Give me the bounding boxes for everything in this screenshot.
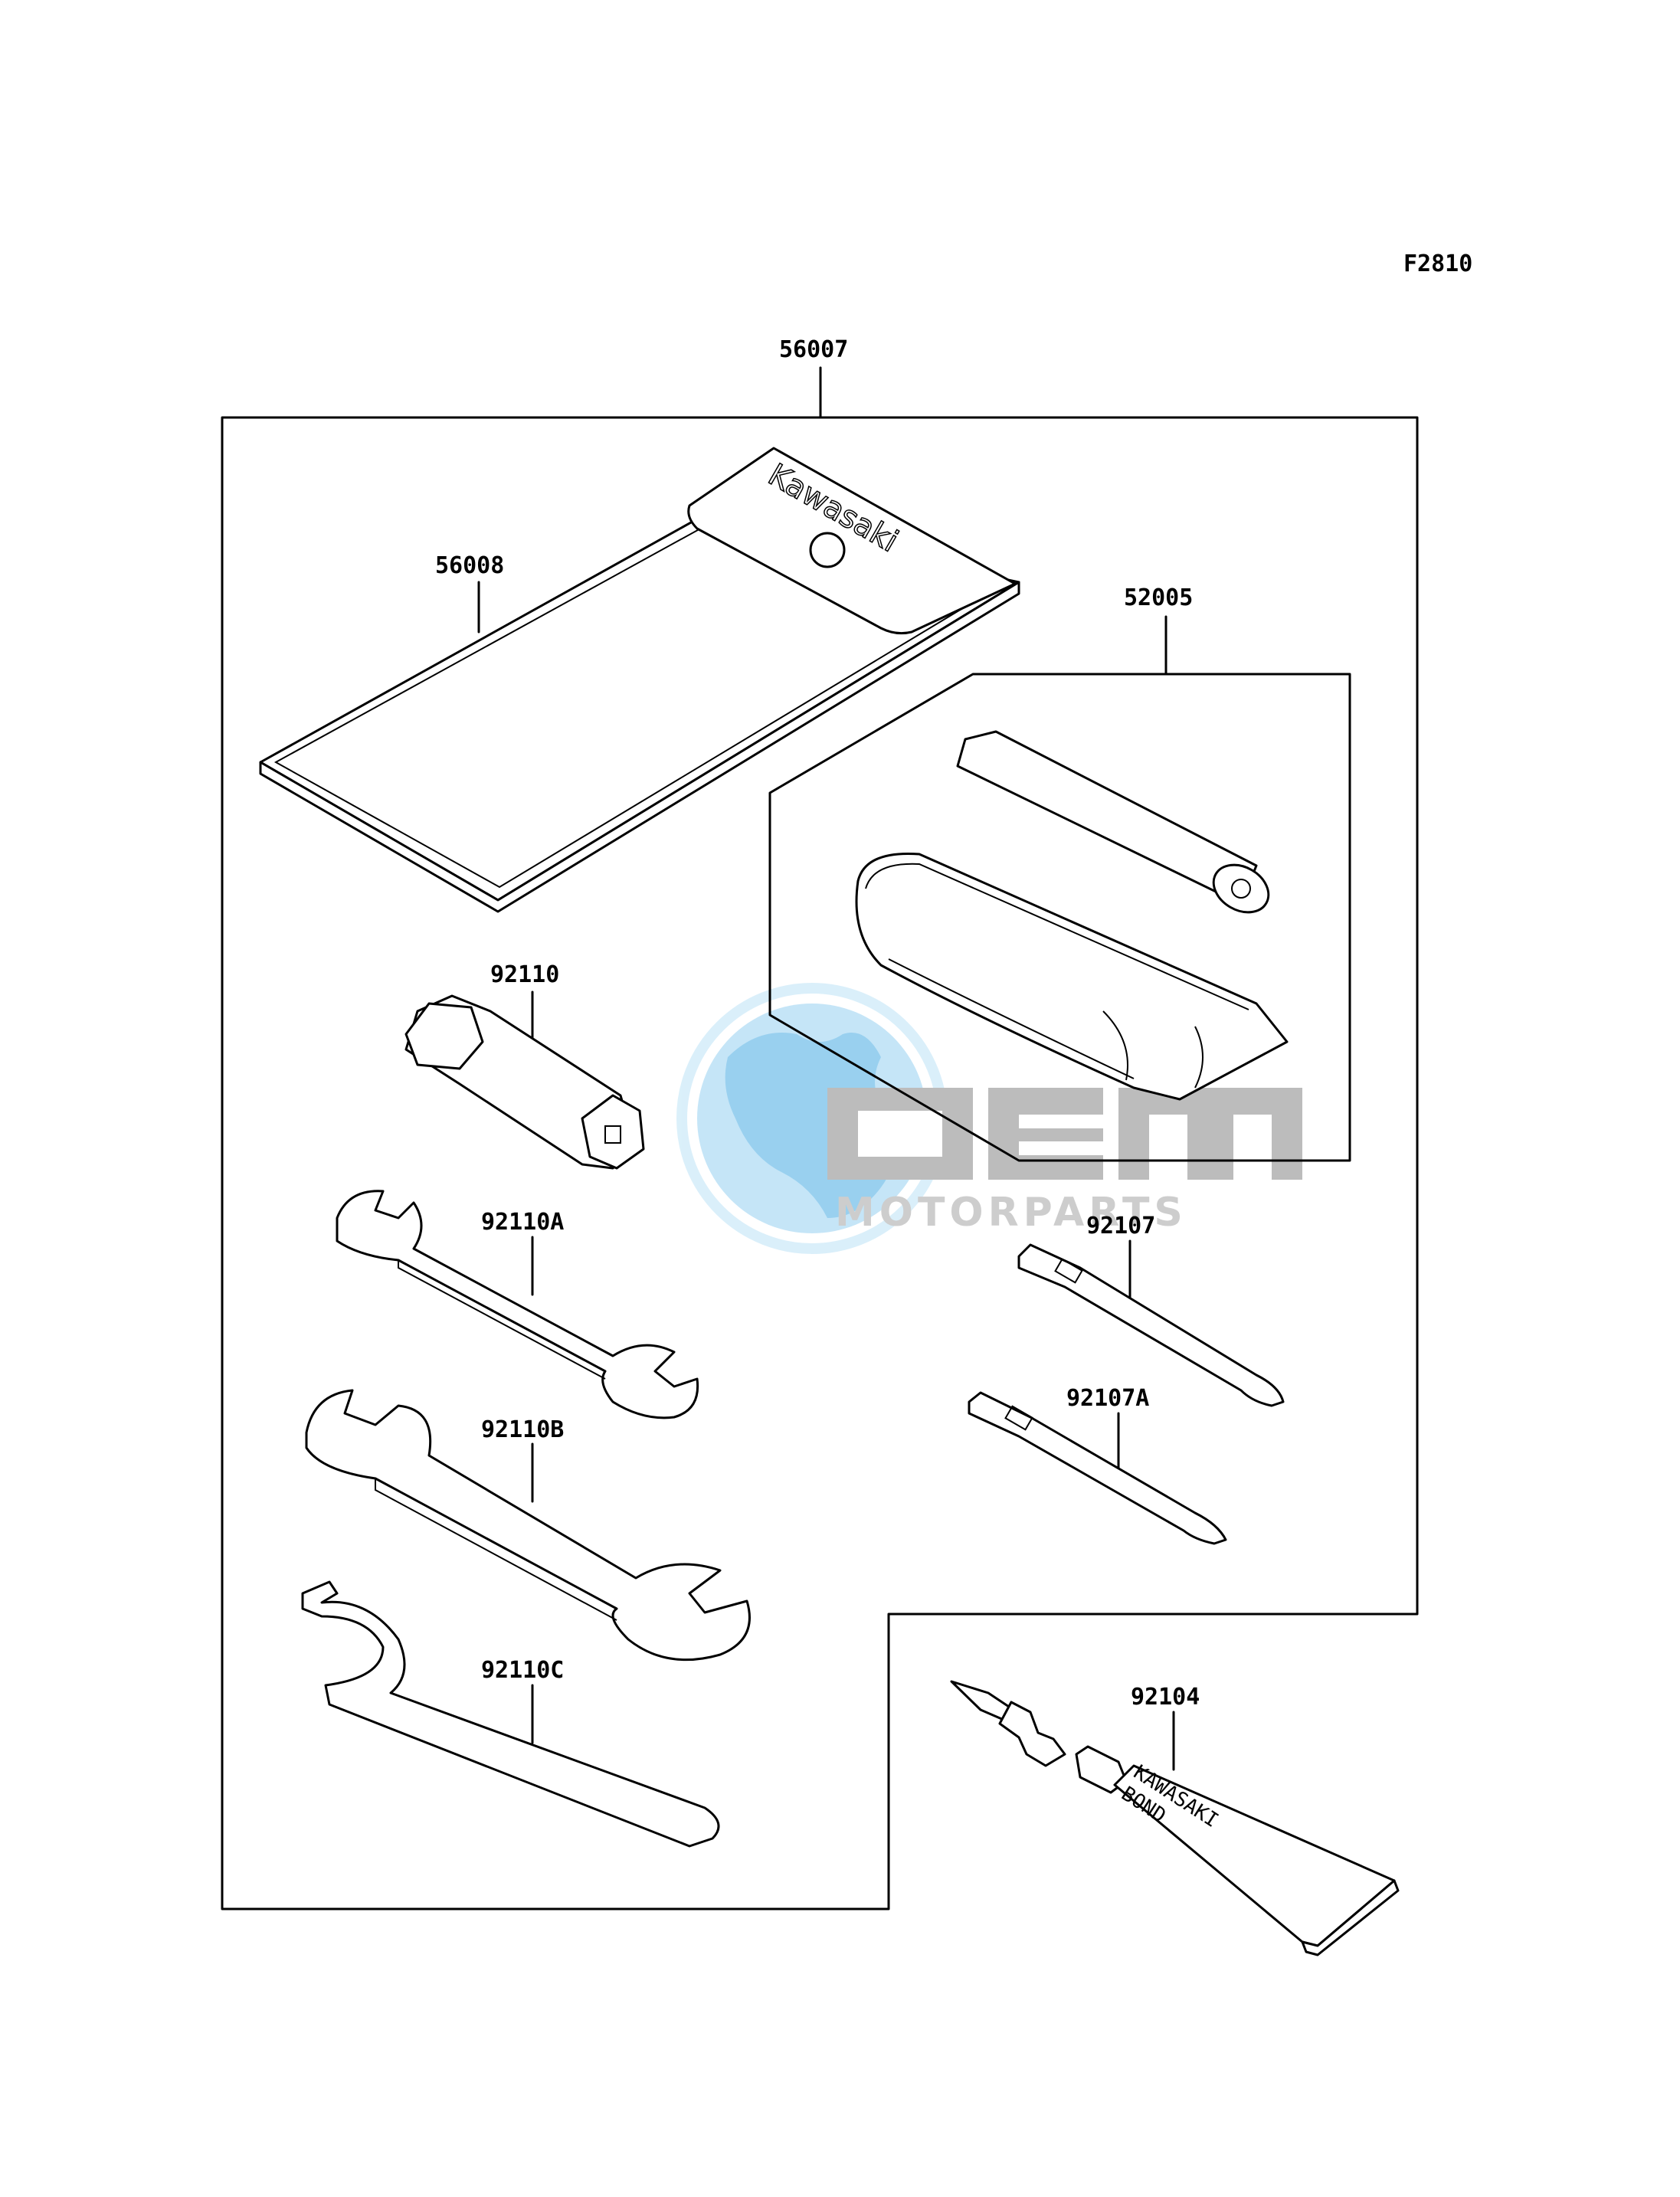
plug-wrench: 92110 <box>404 961 645 1170</box>
diagram-code: F2810 <box>1403 250 1472 277</box>
label-92107A: 92107A <box>1066 1385 1149 1412</box>
open-end-wrench-b: 92110B <box>305 1389 751 1662</box>
label-56008: 56008 <box>435 552 504 579</box>
watermark-logo: MOTORPARTS <box>676 983 1302 1254</box>
screwdriver: 92107 <box>1017 1213 1285 1407</box>
tire-repair-kit: 52005 <box>768 584 1351 1162</box>
watermark-block-m <box>1118 1088 1302 1180</box>
label-52005: 52005 <box>1124 584 1193 611</box>
label-92110B: 92110B <box>481 1416 564 1443</box>
label-56007: 56007 <box>779 336 848 363</box>
label-92107: 92107 <box>1086 1213 1155 1239</box>
label-92110A: 92110A <box>481 1209 564 1236</box>
watermark-block-e <box>988 1088 1103 1180</box>
kawasaki-bond-tube: 92104 KAWASAKI BOND <box>950 1680 1400 1956</box>
kit-outline: 56007 <box>221 336 1419 1911</box>
open-end-wrench-a: 92110A <box>336 1190 699 1419</box>
tool-bag: Kawasaki 56008 <box>259 447 1020 913</box>
pin-spanner-c: 92110C <box>301 1580 720 1848</box>
screwdriver-a: 92107A <box>968 1385 1227 1545</box>
watermark-sub: MOTORPARTS <box>835 1190 1187 1236</box>
label-92110: 92110 <box>490 961 559 988</box>
label-92110C: 92110C <box>481 1657 564 1684</box>
label-92104: 92104 <box>1131 1684 1200 1711</box>
